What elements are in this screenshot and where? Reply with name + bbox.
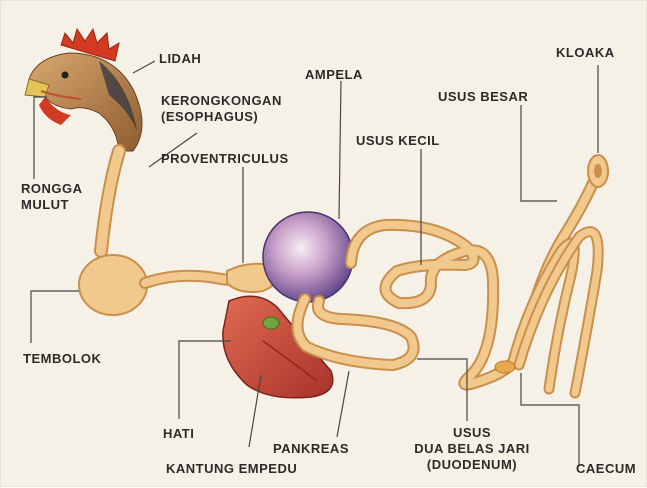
label-caecum: CAECUM xyxy=(576,461,636,477)
label-usus-besar: USUS BESAR xyxy=(438,89,528,105)
label-tembolok: TEMBOLOK xyxy=(23,351,101,367)
label-duodenum: USUS DUA BELAS JARI (DUODENUM) xyxy=(397,425,547,473)
label-kerongkongan-line2: (ESOPHAGUS) xyxy=(161,109,282,125)
label-kerongkongan-line1: KERONGKONGAN xyxy=(161,93,282,109)
label-rongga-mulut: RONGGA MULUT xyxy=(21,181,83,213)
gallbladder-shape xyxy=(263,317,279,329)
crop-shape xyxy=(79,255,147,315)
label-usus-kecil: USUS KECIL xyxy=(356,133,440,149)
label-proventriculus: PROVENTRICULUS xyxy=(161,151,289,167)
label-kerongkongan: KERONGKONGAN (ESOPHAGUS) xyxy=(161,93,282,125)
label-kloaka: KLOAKA xyxy=(556,45,615,61)
label-duodenum-line3: (DUODENUM) xyxy=(397,457,547,473)
label-pankreas: PANKREAS xyxy=(273,441,349,457)
label-rongga-mulut-line1: RONGGA xyxy=(21,181,83,197)
label-rongga-mulut-line2: MULUT xyxy=(21,197,83,213)
label-kantung-empedu: KANTUNG EMPEDU xyxy=(166,461,297,477)
label-duodenum-line1: USUS xyxy=(397,425,547,441)
label-duodenum-line2: DUA BELAS JARI xyxy=(397,441,547,457)
label-lidah: LIDAH xyxy=(159,51,201,67)
label-hati: HATI xyxy=(163,426,194,442)
chicken-head xyxy=(25,29,142,151)
label-ampela: AMPELA xyxy=(305,67,363,83)
gizzard-shape xyxy=(263,212,353,302)
